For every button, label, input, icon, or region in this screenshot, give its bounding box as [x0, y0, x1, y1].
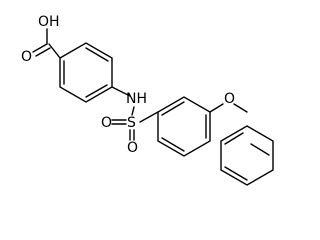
sulfonyl-oxygen-bottom-label: O	[127, 140, 138, 156]
ring-o-bond	[209, 103, 224, 113]
c-o-double-bond-a	[32, 43, 48, 53]
carboxyl-group	[32, 28, 61, 59]
carbonyl-oxygen-label: O	[21, 49, 32, 65]
sulfonyl-oxygen-top-label: O	[101, 115, 112, 131]
phenoxy-ring-inner-3	[224, 132, 244, 145]
s-ring-bond	[139, 111, 159, 123]
sulfonylphenyl-ring-outline	[157, 96, 211, 157]
sulfonylphenyl-ring-inner-1	[161, 101, 185, 116]
benzoic-ring-inner-1	[85, 47, 109, 62]
sulfur-label: S	[127, 115, 136, 131]
molecule-drawing: OH O NH S O O O	[21, 14, 274, 186]
carboxyl-c-ring-bond	[48, 43, 61, 59]
sulfonyl-group	[111, 111, 159, 141]
ether-oxygen-label: O	[224, 91, 235, 107]
sulfonylphenyl-ring	[157, 96, 211, 157]
sulfonylphenyl-ring-inner-3	[161, 137, 185, 152]
phenoxy-ring-inner-2	[224, 166, 248, 181]
n-s-bond	[131, 106, 135, 116]
benzoic-ring-inner-2	[85, 84, 108, 98]
benzoic-ring-outline	[59, 42, 113, 103]
hydroxyl-label: OH	[38, 14, 60, 30]
o-phenyl-bond	[233, 103, 248, 113]
phenoxy-ring	[220, 125, 274, 186]
phenoxy-ring-outline	[220, 125, 274, 186]
structure-diagram: OH O NH S O O O	[21, 14, 274, 186]
c-o-double-bond-b	[35, 47, 51, 57]
amine-label: NH	[126, 91, 147, 107]
phenoxy-ring-inner-1	[250, 143, 270, 156]
ring-n-bond	[111, 86, 131, 97]
benzoic-ring	[59, 42, 113, 103]
